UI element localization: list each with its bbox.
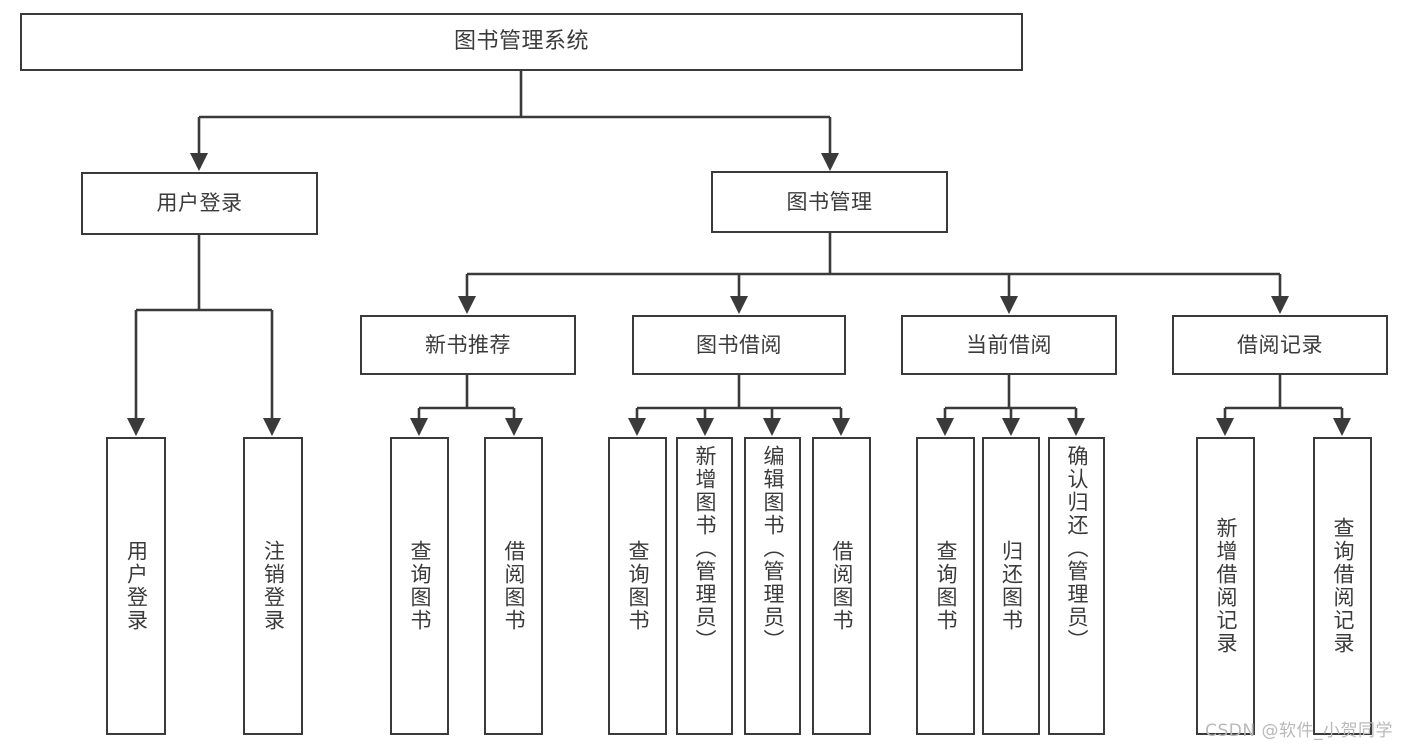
node-label: 查询借阅记录 bbox=[1331, 517, 1355, 655]
leaf-add-book-admin[interactable]: 新增图书（管理员） bbox=[676, 437, 733, 735]
leaf-return-book[interactable]: 归还图书 bbox=[982, 437, 1040, 735]
leaf-borrow-book[interactable]: 借阅图书 bbox=[812, 437, 871, 735]
node-label: 借阅图书 bbox=[830, 540, 854, 632]
node-book-manage[interactable]: 图书管理 bbox=[711, 171, 948, 233]
node-label: 借阅图书 bbox=[502, 540, 526, 632]
node-user-login[interactable]: 用户登录 bbox=[81, 172, 318, 235]
leaf-query-borrow-record[interactable]: 查询借阅记录 bbox=[1313, 437, 1372, 735]
node-label: 新增图书（管理员） bbox=[693, 445, 717, 652]
node-current-borrow[interactable]: 当前借阅 bbox=[901, 315, 1117, 375]
leaf-edit-book-admin[interactable]: 编辑图书（管理员） bbox=[744, 437, 801, 735]
node-label: 当前借阅 bbox=[966, 332, 1052, 357]
leaf-user-logout[interactable]: 注销登录 bbox=[243, 437, 303, 735]
node-label: 查询图书 bbox=[408, 540, 432, 632]
csdn-watermark: CSDN @软件_小贺同学 bbox=[1205, 721, 1393, 741]
node-label: 图书借阅 bbox=[696, 332, 782, 357]
leaf-user-login[interactable]: 用户登录 bbox=[106, 437, 166, 735]
node-label: 编辑图书（管理员） bbox=[761, 445, 785, 652]
node-label: 归还图书 bbox=[999, 540, 1024, 632]
node-label: 用户登录 bbox=[156, 191, 243, 216]
node-label: 注销登录 bbox=[261, 540, 286, 632]
node-label: 查询图书 bbox=[934, 540, 958, 632]
node-label: 确认归还（管理员） bbox=[1065, 445, 1089, 652]
node-new-book-recommend[interactable]: 新书推荐 bbox=[360, 315, 576, 375]
leaf-query-book-borrow[interactable]: 查询图书 bbox=[608, 437, 667, 735]
node-borrow-record[interactable]: 借阅记录 bbox=[1172, 315, 1388, 375]
leaf-query-book-recommend[interactable]: 查询图书 bbox=[390, 437, 449, 735]
leaf-add-borrow-record[interactable]: 新增借阅记录 bbox=[1196, 437, 1255, 735]
node-book-borrow[interactable]: 图书借阅 bbox=[632, 315, 846, 375]
node-label: 新书推荐 bbox=[425, 332, 511, 357]
node-label: 查询图书 bbox=[626, 540, 650, 632]
leaf-confirm-return-admin[interactable]: 确认归还（管理员） bbox=[1048, 437, 1105, 735]
leaf-borrow-book-recommend[interactable]: 借阅图书 bbox=[484, 437, 543, 735]
node-label: 用户登录 bbox=[124, 540, 149, 632]
node-label: 新增借阅记录 bbox=[1214, 517, 1238, 655]
node-label: 借阅记录 bbox=[1237, 332, 1323, 357]
node-root-book-management-system[interactable]: 图书管理系统 bbox=[20, 13, 1023, 71]
leaf-query-book-current[interactable]: 查询图书 bbox=[916, 437, 975, 735]
node-label: 图书管理系统 bbox=[453, 29, 589, 55]
node-label: 图书管理 bbox=[786, 189, 873, 214]
